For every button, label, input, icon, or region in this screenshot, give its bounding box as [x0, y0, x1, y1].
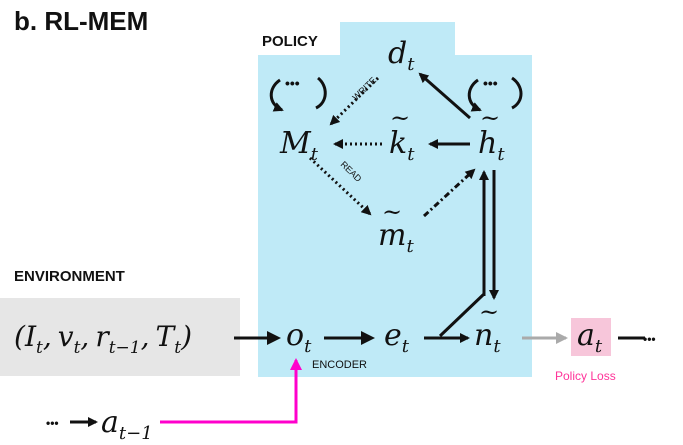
- environment-tuple: (It,vt,rt−1,Tt): [14, 320, 192, 358]
- policy-label: POLICY: [262, 33, 318, 50]
- prev-action-to-obs-arrow: [160, 358, 302, 424]
- hidden-loop-arrow: [467, 78, 482, 112]
- node-n: nt: [474, 318, 501, 357]
- node-e: et: [384, 318, 410, 357]
- prev-action-lead-dots: •••: [46, 416, 59, 430]
- hidden-loop-dots: •••: [483, 75, 498, 91]
- node-a: at: [577, 318, 603, 357]
- node-k-tilde-mark: ~: [390, 104, 410, 132]
- read-arrow: [308, 156, 372, 216]
- node-m: mt: [378, 218, 414, 257]
- node-M: Mt: [279, 126, 319, 165]
- node-h: ht: [478, 126, 505, 165]
- hidden-loop-arc-right: [511, 76, 523, 110]
- encoder-label: ENCODER: [312, 359, 367, 371]
- node-a-prev: at−1: [101, 405, 153, 444]
- memory-loop-dots: •••: [285, 75, 300, 91]
- environment-box: [0, 298, 240, 376]
- read-vector-to-hidden-arrow: [422, 168, 476, 218]
- node-m-tilde-mark: ~: [382, 198, 402, 226]
- node-n-tilde-mark: ~: [479, 298, 499, 326]
- hidden-to-output-arrow: [418, 72, 471, 120]
- encoded-branch-line: [438, 292, 486, 338]
- action-box: [571, 318, 611, 356]
- diagram-title: b. RL-MEM: [14, 6, 148, 36]
- memory-loop-arrow: [269, 78, 284, 112]
- node-h-tilde-mark: ~: [480, 104, 500, 132]
- policy-loss-label: Policy Loss: [555, 369, 616, 383]
- environment-label: ENVIRONMENT: [14, 268, 125, 285]
- write-arrow: [329, 76, 380, 126]
- memory-loop-arc-right: [315, 76, 327, 110]
- node-k: kt: [389, 126, 415, 165]
- node-d: dt: [388, 36, 415, 75]
- action-trail-dots: •••: [643, 332, 656, 346]
- node-o: ot: [286, 318, 312, 357]
